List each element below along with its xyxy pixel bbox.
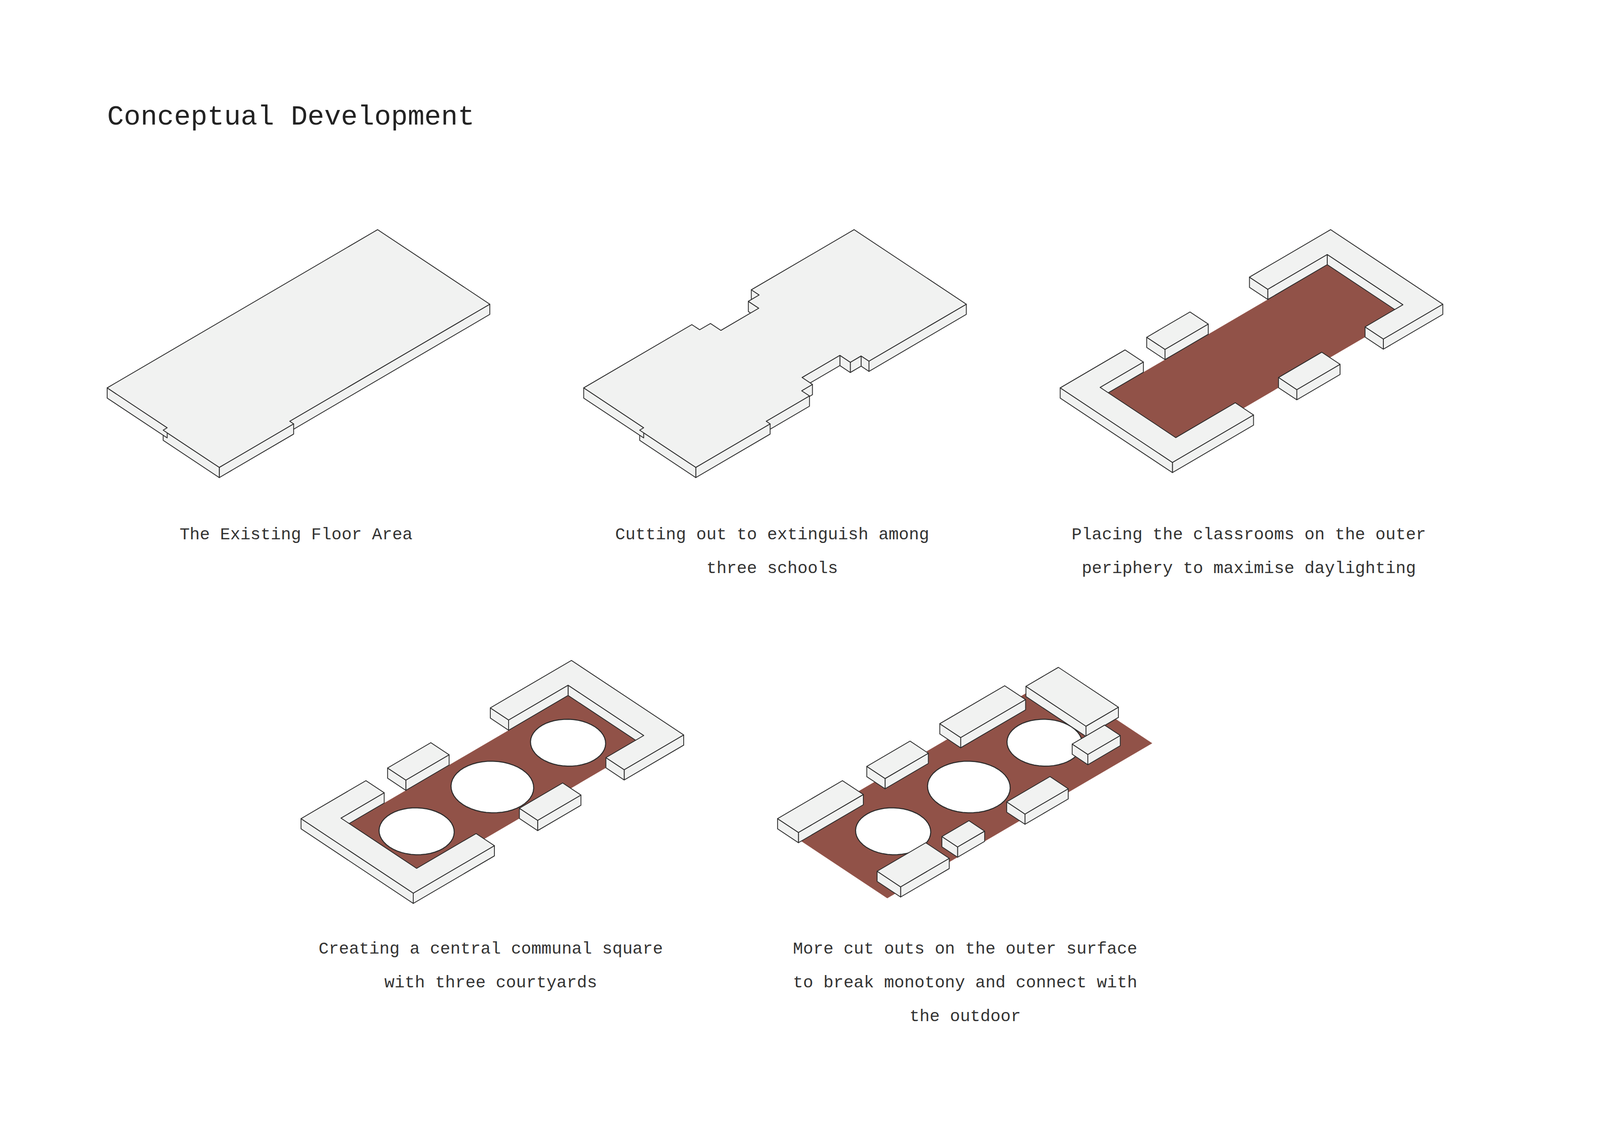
slab-top	[519, 782, 582, 821]
slab-top	[1025, 667, 1119, 727]
courtyards-plan	[301, 659, 684, 903]
slab-top	[866, 740, 929, 779]
slab-top	[1249, 229, 1443, 339]
slab-top	[1146, 311, 1209, 350]
step-caption: More cut outs on the outer surface to br…	[782, 931, 1148, 1034]
slab-top	[301, 780, 495, 894]
courtyard	[927, 760, 1011, 813]
slab-top	[387, 742, 450, 780]
courtyard	[530, 718, 606, 766]
step-caption: Cutting out to extinguish among three sc…	[589, 517, 955, 586]
existing-floor	[107, 229, 490, 478]
perimeter-classrooms	[1059, 229, 1443, 473]
slab-top	[1278, 352, 1341, 390]
slab-top	[1059, 349, 1254, 463]
slab-top	[583, 229, 967, 468]
slab-top	[1006, 776, 1069, 814]
step-caption: Placing the classrooms on the outer peri…	[1066, 517, 1432, 586]
slab-top	[939, 685, 1026, 738]
courtyard	[379, 807, 455, 855]
step-caption: Creating a central communal square with …	[308, 931, 674, 1000]
step-caption: The Existing Floor Area	[113, 517, 479, 552]
courtyard	[451, 760, 534, 813]
fragmented-plan	[777, 667, 1153, 899]
slab-top	[877, 842, 950, 887]
diagram-title: Conceptual Development	[107, 100, 475, 135]
slab-top	[490, 659, 684, 770]
slab-top	[1072, 724, 1121, 754]
cut-floor	[583, 229, 967, 478]
slab-top	[941, 820, 985, 847]
slab-top	[777, 780, 864, 833]
slab-top	[107, 229, 490, 468]
